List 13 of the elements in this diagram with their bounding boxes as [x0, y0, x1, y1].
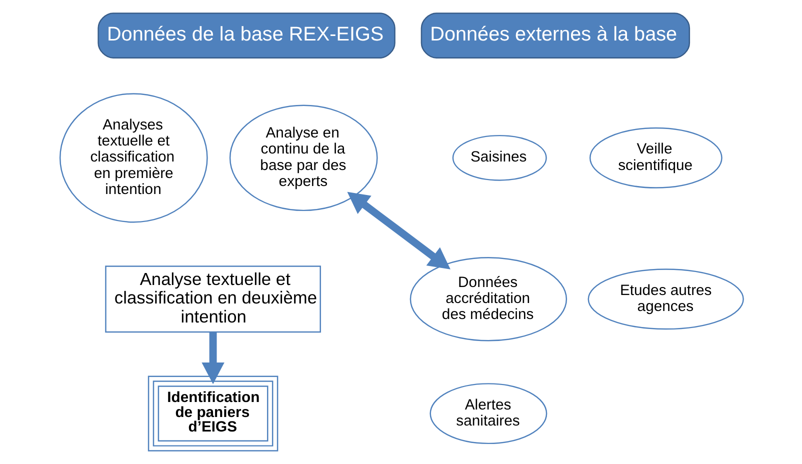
node-box: Données de la base REX-EIGS — [97, 12, 395, 58]
arrow — [346, 192, 450, 270]
node-ellipse: Alertes sanitaires — [429, 383, 547, 444]
node-box: Analyse textuelle et classification en deuxième intention — [104, 266, 320, 333]
node-ellipse: Veille scientifique — [588, 127, 722, 188]
node-ellipse: Etudes autres agences — [587, 268, 744, 330]
node-ellipse: Analyse en continu de la base par des experts — [228, 104, 378, 212]
node-box: Données externes à la base — [420, 12, 690, 58]
node-ellipse: Analyses textuelle et classification en première intention — [58, 93, 208, 223]
node-ellipse: Données accréditation des médecins — [409, 257, 567, 342]
node-box: Identification de paniers d’EIGS — [147, 376, 278, 452]
node-ellipse: Saisines — [452, 134, 546, 181]
arrow — [201, 332, 224, 384]
